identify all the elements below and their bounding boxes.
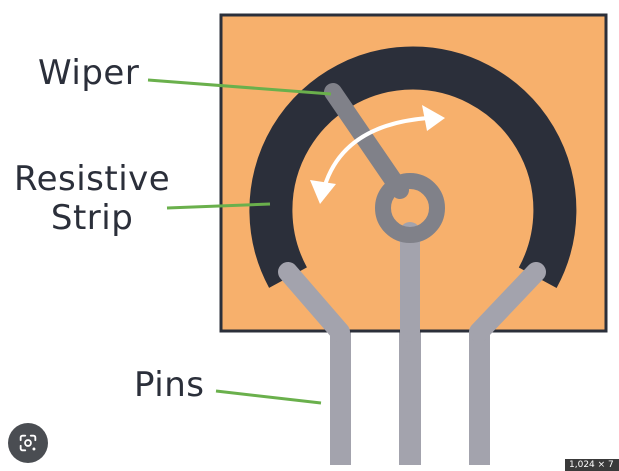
pins-group xyxy=(330,330,490,465)
pin-leg-left xyxy=(278,262,350,342)
label-resistive-strip-line1: Resistive xyxy=(14,159,171,199)
resistive-strip xyxy=(249,46,577,289)
wiper-arm xyxy=(324,83,409,199)
wiper-hub xyxy=(375,173,445,243)
google-lens-icon xyxy=(19,434,37,452)
label-wiper: Wiper xyxy=(38,53,140,93)
pin-right xyxy=(469,330,490,465)
label-resistive-strip-line2: Strip xyxy=(50,198,134,239)
label-pins: Pins xyxy=(134,365,205,405)
pin-center xyxy=(399,330,421,465)
leader-line-wiper xyxy=(147,78,332,96)
pin-left xyxy=(330,330,351,465)
label-resistive-strip: Resistive Strip xyxy=(14,159,171,239)
google-lens-button[interactable] xyxy=(8,423,48,463)
leader-line-strip xyxy=(166,202,271,210)
image-size-badge: 1,024 × 7 xyxy=(565,459,619,471)
pin-legs xyxy=(278,222,546,342)
pin-leg-right xyxy=(469,262,546,342)
rotation-arrow-icon xyxy=(310,105,445,204)
leader-lines xyxy=(147,78,332,405)
leader-line-pins xyxy=(215,389,322,405)
